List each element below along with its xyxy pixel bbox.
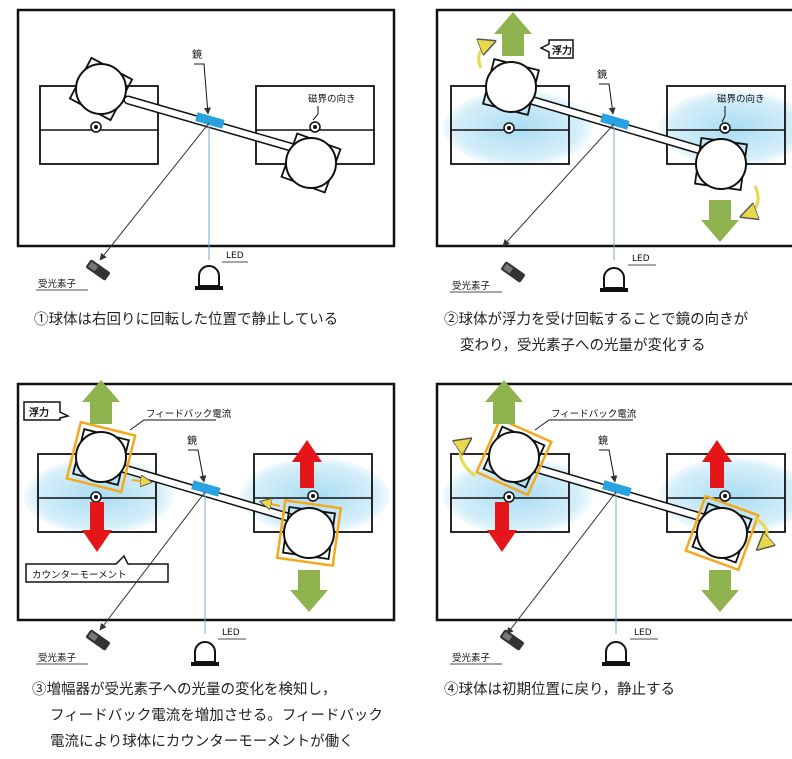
mirror-label: 鏡 xyxy=(598,434,608,447)
light-sensor-3 xyxy=(85,629,111,651)
caption-step-4-line-1: ④球体は初期位置に戻り，静止する xyxy=(444,682,675,698)
sensor-label-2: 受光素子 xyxy=(452,280,491,292)
feedback-coil-right xyxy=(684,494,760,572)
led-2 xyxy=(599,267,629,293)
mirror xyxy=(195,112,225,129)
led-label-1: LED xyxy=(226,251,244,261)
counter-arrow-up xyxy=(702,440,732,488)
mirror xyxy=(602,480,632,497)
feedback-coil-left xyxy=(65,420,137,494)
sensor-label-1: 受光素子 xyxy=(38,278,77,290)
right-sphere xyxy=(696,507,748,559)
panel-step-3: 浮力 フィードバック電流 カウンターモーメント 鏡 xyxy=(16,380,396,634)
led-4 xyxy=(601,641,631,667)
panel-step-2: 浮力 鏡 磁界の向き xyxy=(435,8,792,260)
buoyancy-arrow-up xyxy=(485,380,523,424)
right-sphere xyxy=(283,507,335,559)
buoyancy-label: 浮力 xyxy=(552,44,572,57)
mirror-label: 鏡 xyxy=(192,48,202,61)
led-1 xyxy=(194,265,224,291)
panel-step-1: 鏡 磁界の向き xyxy=(16,8,396,261)
buoyancy-arrow-up xyxy=(82,380,120,424)
caption-step-2-line-2: 変わり，受光素子への光量が変化する xyxy=(460,338,706,354)
feedback-coil-left xyxy=(474,417,554,497)
buoyancy-arrow-up xyxy=(494,12,532,56)
mirror xyxy=(191,480,221,497)
left-sphere xyxy=(68,56,134,122)
counter-arrow-down xyxy=(487,502,517,552)
light-sensor-4 xyxy=(499,629,525,651)
right-sphere xyxy=(695,138,747,190)
led-label-3: LED xyxy=(222,628,240,638)
counter-moment-label: カウンターモーメント xyxy=(32,570,127,581)
weight-arrow-down xyxy=(701,200,739,242)
caption-step-3-line-1: ③増幅器が受光素子への光量の変化を検知し， xyxy=(32,682,337,698)
right-sphere xyxy=(280,132,342,194)
mirror-label: 鏡 xyxy=(597,68,607,81)
led-label-4: LED xyxy=(634,628,652,638)
sensor-label-4: 受光素子 xyxy=(452,652,491,664)
panel-step-4: フィードバック電流 鏡 xyxy=(435,380,792,635)
feedback-coil-right xyxy=(275,498,343,568)
light-sensor-2 xyxy=(500,261,526,283)
led-label-2: LED xyxy=(632,254,650,264)
counter-arrow-down xyxy=(82,502,112,552)
left-sphere xyxy=(485,61,537,113)
field-label: 磁界の向き xyxy=(308,93,356,105)
weight-arrow-down xyxy=(290,570,328,612)
led-3 xyxy=(190,641,220,667)
caption-step-2-line-1: ②球体が浮力を受け回転することで鏡の向きが xyxy=(444,312,749,328)
mirror-label: 鏡 xyxy=(187,434,197,447)
buoyancy-label: 浮力 xyxy=(29,406,49,419)
feedback-label: フィードバック電流 xyxy=(551,408,637,420)
mirror xyxy=(600,113,630,130)
left-sphere xyxy=(488,431,540,483)
feedback-label: フィードバック電流 xyxy=(146,408,232,420)
sensor-label-3: 受光素子 xyxy=(38,652,77,664)
weight-arrow-down xyxy=(701,570,739,612)
caption-step-3-line-2: フィードバック電流を増加させる。フィードバック xyxy=(50,708,383,724)
light-sensor-1 xyxy=(85,259,111,281)
counter-arrow-up xyxy=(292,440,322,488)
caption-step-1-line-1: ①球体は右回りに回転した位置で静止している xyxy=(34,312,339,328)
field-label: 磁界の向き xyxy=(717,93,765,105)
left-sphere xyxy=(75,431,127,483)
caption-step-3-line-3: 電流により球体にカウンターモーメントが働く xyxy=(50,734,354,750)
